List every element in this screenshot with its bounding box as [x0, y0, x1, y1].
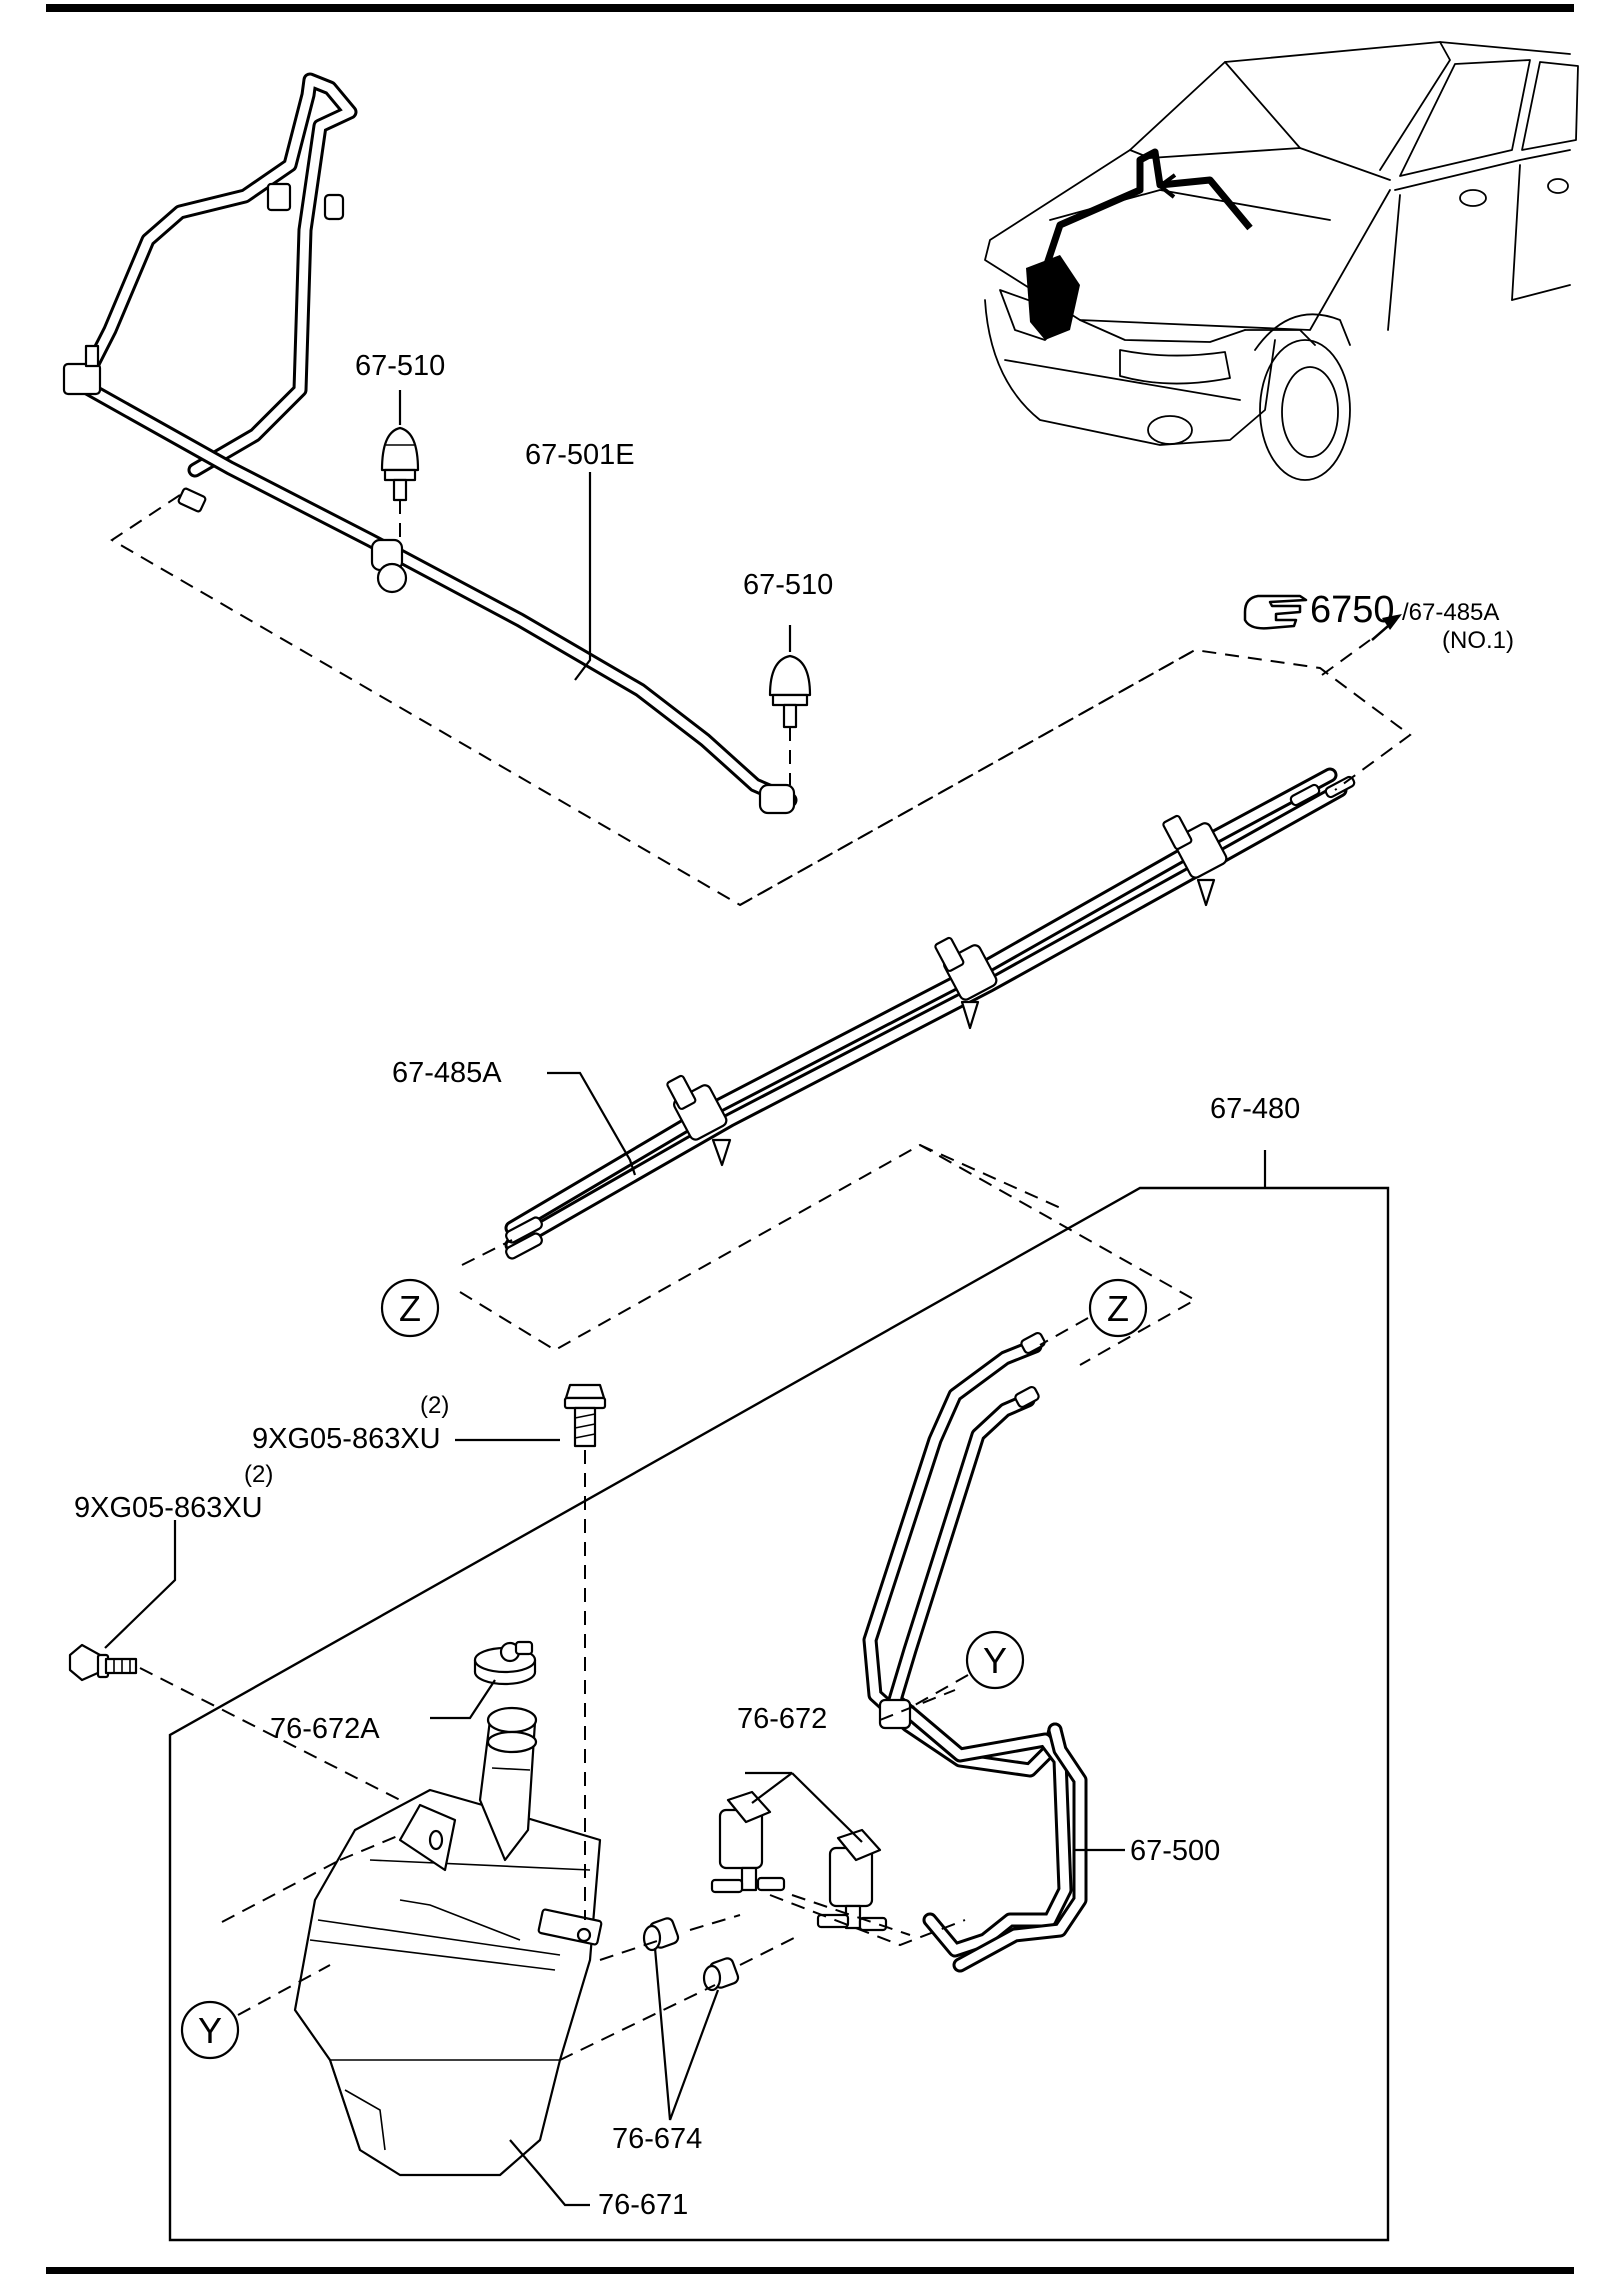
bottom-rule [46, 2267, 1574, 2274]
reference-note: (NO.1) [1442, 627, 1514, 654]
connector-z-left-letter: Z [399, 1288, 421, 1329]
reference-pointer: 6750 /67-485A (NO.1) [1243, 589, 1514, 654]
hose-67-500-drawing [862, 1331, 1088, 1973]
hose-67-485A-drawing [504, 767, 1356, 1260]
label-pumps: 76-672 [737, 1703, 827, 1735]
bolt-upper [563, 1383, 607, 1448]
pump-right [816, 1828, 888, 1932]
reference-number: 6750 [1310, 589, 1395, 631]
label-hose-tank: 67-500 [1130, 1835, 1220, 1867]
label-tank: 76-671 [598, 2189, 688, 2221]
reference-part: /67-485A [1402, 599, 1499, 626]
label-nozzle-upper: 67-510 [355, 350, 445, 382]
label-nozzle-lower: 67-510 [743, 569, 833, 601]
hose-67-501E-drawing [62, 72, 798, 815]
bolt-lower [68, 1643, 138, 1682]
label-tank-assembly: 67-480 [1210, 1093, 1300, 1125]
label-bolt-lower-qty: (2) [244, 1461, 273, 1488]
connector-z-right: Z [1088, 1278, 1148, 1338]
tank-assembly-outline [168, 1186, 1390, 2242]
nozzle-upper [380, 426, 420, 502]
pump-left [710, 1790, 786, 1894]
label-bolt-lower: 9XG05-863XU [74, 1492, 263, 1524]
locator-hose-path [1041, 148, 1253, 272]
connector-z-right-letter: Z [1107, 1288, 1129, 1329]
reference-arrowhead [1382, 614, 1402, 630]
pointing-hand-icon [1243, 594, 1308, 630]
connector-z-left: Z [380, 1278, 440, 1338]
connector-y-lower: Y [180, 2000, 240, 2060]
label-bolt-upper: 9XG05-863XU [252, 1423, 441, 1455]
label-hose-front: 67-501E [525, 439, 635, 471]
nozzle-lower [768, 654, 812, 729]
top-rule [46, 4, 1574, 12]
connector-y-upper: Y [965, 1630, 1025, 1690]
connector-y-upper-letter: Y [983, 1640, 1007, 1681]
label-cap: 76-672A [270, 1713, 380, 1745]
grommet-lower [702, 1957, 740, 1992]
hose-clip [666, 1074, 732, 1167]
filler-cap [473, 1640, 537, 1686]
label-hose-main: 67-485A [392, 1057, 502, 1089]
grommet-upper [642, 1917, 680, 1952]
hose-clip [1162, 814, 1228, 907]
vehicle-locator-illustration [984, 41, 1579, 481]
label-bolt-upper-qty: (2) [420, 1392, 449, 1419]
washer-tank-drawing [293, 1706, 603, 2177]
locator-tank-shape [1026, 255, 1080, 340]
connector-y-lower-letter: Y [198, 2010, 222, 2051]
hose-clip [934, 936, 998, 1030]
label-grommets: 76-674 [612, 2123, 702, 2155]
